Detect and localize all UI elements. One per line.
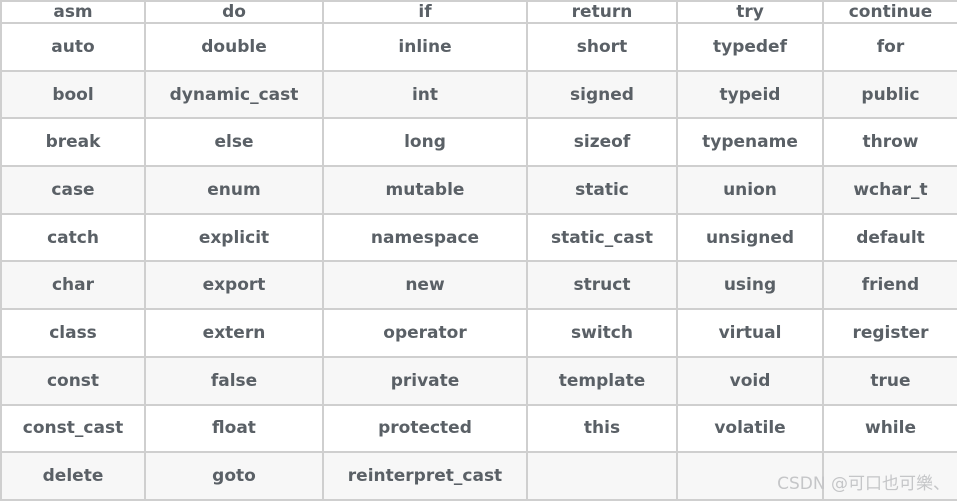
keyword-cell: goto [144,451,324,501]
keyword-cell: union [676,165,824,215]
keyword-cell: using [676,260,824,311]
keyword-cell: signed [526,69,678,120]
keyword-cell: sizeof [526,117,678,168]
keyword-cell: double [144,22,324,72]
keyword-cell: friend [822,260,957,311]
keyword-cell: delete [0,451,146,501]
keyword-cell: bool [0,69,146,120]
keyword-cell: case [0,165,146,215]
keyword-cell: public [822,69,957,120]
keyword-cell: false [144,355,324,406]
keyword-cell: export [144,260,324,311]
keyword-header-cell: try [676,0,824,24]
keyword-header-cell: return [526,0,678,24]
keyword-cell: mutable [322,165,528,215]
keyword-cell: short [526,22,678,72]
keyword-cell: const_cast [0,403,146,454]
keyword-cell: else [144,117,324,168]
keyword-cell: char [0,260,146,311]
keyword-cell: default [822,212,957,263]
keyword-cell: wchar_t [822,165,957,215]
keyword-cell [676,451,824,501]
keyword-cell: static_cast [526,212,678,263]
keyword-cell [822,451,957,501]
keyword-cell: extern [144,308,324,358]
keyword-cell: float [144,403,324,454]
keyword-cell: break [0,117,146,168]
keyword-cell: template [526,355,678,406]
keyword-cell: this [526,403,678,454]
keyword-cell: operator [322,308,528,358]
keyword-header-cell: continue [822,0,957,24]
keyword-cell: true [822,355,957,406]
keyword-cell: explicit [144,212,324,263]
keyword-cell: private [322,355,528,406]
keyword-cell: auto [0,22,146,72]
keyword-cell: typename [676,117,824,168]
keyword-cell: virtual [676,308,824,358]
keyword-cell: catch [0,212,146,263]
keyword-cell: namespace [322,212,528,263]
keyword-cell: while [822,403,957,454]
keyword-cell: inline [322,22,528,72]
keyword-cell: dynamic_cast [144,69,324,120]
keyword-cell: const [0,355,146,406]
keyword-cell: protected [322,403,528,454]
keyword-cell: typedef [676,22,824,72]
keyword-cell: reinterpret_cast [322,451,528,501]
keyword-header-cell: do [144,0,324,24]
keyword-cell [526,451,678,501]
keyword-cell: volatile [676,403,824,454]
keyword-cell: for [822,22,957,72]
keyword-cell: class [0,308,146,358]
keyword-cell: struct [526,260,678,311]
keyword-cell: switch [526,308,678,358]
keyword-cell: new [322,260,528,311]
keyword-cell: throw [822,117,957,168]
keyword-cell: int [322,69,528,120]
keyword-header-cell: asm [0,0,146,24]
keyword-cell: static [526,165,678,215]
keyword-cell: enum [144,165,324,215]
keyword-cell: register [822,308,957,358]
keyword-cell: unsigned [676,212,824,263]
keyword-cell: long [322,117,528,168]
keyword-header-cell: if [322,0,528,24]
keyword-cell: typeid [676,69,824,120]
keyword-cell: void [676,355,824,406]
